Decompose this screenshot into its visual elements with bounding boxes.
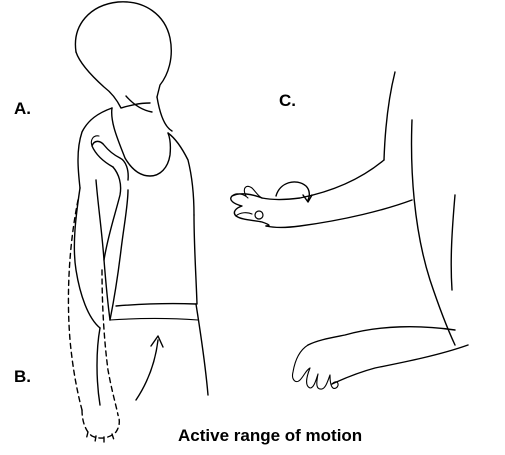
- panel-label-b: B.: [14, 367, 31, 387]
- pants-waist: [110, 319, 198, 321]
- hand-c-fingertip: [255, 211, 263, 219]
- dashed-fingers-b: [86, 432, 114, 442]
- panel-label-c: C.: [279, 91, 296, 111]
- person-figure: [68, 2, 208, 442]
- upper-arm-c-back: [412, 120, 455, 345]
- left-strap: [112, 108, 171, 176]
- hand-c-thumb: [244, 186, 262, 198]
- arm-c-side: [451, 195, 455, 290]
- forearm-lower-top: [308, 327, 455, 345]
- forearm-figure: [231, 72, 468, 389]
- face-profile: [76, 52, 150, 108]
- panel-label-a: A.: [14, 99, 31, 119]
- forearm-a: [104, 167, 121, 260]
- forearm-c-top: [262, 160, 384, 200]
- shirt-side: [194, 215, 197, 304]
- pants-right: [196, 304, 208, 395]
- hand-a: [92, 141, 128, 180]
- hand-lower: [293, 345, 339, 389]
- upper-arm-back: [74, 188, 100, 328]
- shoulder-c: [384, 72, 395, 160]
- forearm-c-bottom: [266, 200, 412, 228]
- pants-left: [97, 328, 100, 405]
- neck: [157, 97, 172, 131]
- forearm-lower-bottom: [332, 345, 468, 384]
- motion-arrow-b: [136, 340, 158, 400]
- head-outline: [75, 2, 171, 97]
- right-strap: [168, 133, 194, 215]
- shirt-hem: [116, 304, 196, 306]
- forearm-a-inner: [110, 190, 128, 320]
- figure-caption: Active range of motion: [178, 426, 362, 446]
